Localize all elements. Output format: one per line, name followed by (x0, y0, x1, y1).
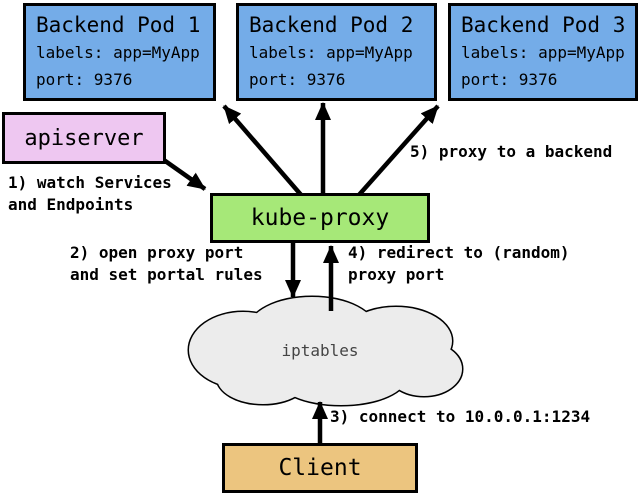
backend-pod-1-box: Backend Pod 1 labels: app=MyApp port: 93… (23, 3, 216, 101)
backend-pod-1-title: Backend Pod 1 (36, 13, 201, 37)
backend-pod-2-labels: labels: app=MyApp (249, 43, 413, 63)
backend-pod-2-title: Backend Pod 2 (249, 13, 414, 37)
step-2-line-2: and set portal rules (70, 265, 263, 284)
kube-proxy-label: kube-proxy (250, 205, 390, 231)
step-5-line-1: 5) proxy to a backend (410, 142, 613, 161)
iptables-cloud-icon (187, 295, 464, 407)
step-4-line-1: 4) redirect to (random) (348, 243, 570, 262)
backend-pod-3-port: port: 9376 (461, 69, 558, 89)
backend-pod-3-title: Backend Pod 3 (461, 13, 626, 37)
step-4-annotation: 4) redirect to (random) proxy port (348, 242, 570, 286)
kube-proxy-box: kube-proxy (210, 193, 430, 243)
proxy-to-backend-arrow-3-icon (356, 104, 440, 198)
step-5-annotation: 5) proxy to a backend (410, 141, 612, 163)
backend-pod-1-labels: labels: app=MyApp (36, 43, 200, 63)
backend-pod-1-port: port: 9376 (36, 69, 133, 89)
client-box: Client (222, 443, 418, 493)
iptables-label: iptables (281, 341, 359, 360)
step-2-line-1: 2) open proxy port (70, 243, 244, 262)
backend-pod-3-labels: labels: app=MyApp (461, 43, 625, 63)
apiserver-box: apiserver (2, 112, 166, 164)
step-3-annotation: 3) connect to 10.0.0.1:1234 (330, 406, 590, 428)
backend-pod-2-port: port: 9376 (249, 69, 346, 89)
step-3-line-1: 3) connect to 10.0.0.1:1234 (330, 407, 591, 426)
apiserver-label: apiserver (24, 125, 144, 151)
backend-pod-2-box: Backend Pod 2 labels: app=MyApp port: 93… (236, 3, 437, 101)
step-1-annotation: 1) watch Services and Endpoints (8, 172, 172, 216)
step-1-line-2: and Endpoints (8, 195, 134, 214)
step-4-line-2: proxy port (348, 265, 445, 284)
step-1-line-1: 1) watch Services (8, 173, 172, 192)
client-label: Client (278, 455, 362, 481)
proxy-to-backend-arrow-1-icon (222, 104, 304, 198)
step-2-annotation: 2) open proxy port and set portal rules (70, 242, 263, 286)
watch-arrow-icon (159, 156, 207, 191)
backend-pod-3-box: Backend Pod 3 labels: app=MyApp port: 93… (448, 3, 638, 101)
